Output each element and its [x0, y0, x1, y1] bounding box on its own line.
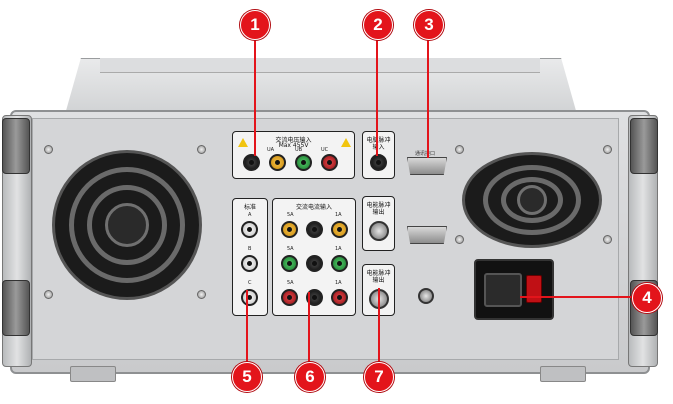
- left-fan-grille: [52, 150, 202, 300]
- current-ib-com-jack[interactable]: [306, 255, 323, 272]
- callout-badge-7: 7: [364, 362, 394, 392]
- current-5a-label: 5A: [287, 212, 294, 218]
- voltage-ua-jack[interactable]: [269, 154, 286, 171]
- callout-badge-1: 1: [240, 10, 270, 40]
- screw-icon: [197, 145, 206, 154]
- screw-icon: [44, 145, 53, 154]
- pulse-output-module: 电能脉冲 输出: [362, 196, 395, 251]
- standard-a-label: A: [248, 212, 252, 218]
- callout-badge-4: 4: [632, 283, 662, 313]
- second-serial-connector[interactable]: [407, 226, 447, 244]
- power-switch[interactable]: [526, 275, 542, 303]
- aux-output-sub: 输出: [372, 277, 385, 284]
- current-ic-5a-jack[interactable]: [281, 289, 298, 306]
- left-foot: [70, 366, 116, 382]
- voltage-n-jack[interactable]: [243, 154, 260, 171]
- current-1a-label: 1A: [335, 280, 342, 286]
- voltage-ub-jack[interactable]: [295, 154, 312, 171]
- warning-icon: [341, 138, 351, 147]
- top-ridge: [100, 58, 540, 73]
- current-5a-label: 5A: [287, 246, 294, 252]
- voltage-uc-jack[interactable]: [321, 154, 338, 171]
- pulse-input-module: 电脑脉冲 输入: [362, 131, 395, 179]
- callout-leader: [378, 288, 380, 366]
- serial-port-connector[interactable]: [407, 157, 447, 175]
- ac-voltage-input-module: 交流电压输入 Max 455V UA UB UC: [232, 131, 355, 179]
- warning-icon: [238, 138, 248, 147]
- current-ia-com-jack[interactable]: [306, 221, 323, 238]
- current-ia-1a-jack[interactable]: [331, 221, 348, 238]
- ac-current-input-module: 交流电流输入 5A 1A 5A 1A 5A 1A: [272, 198, 356, 316]
- screw-icon: [603, 235, 612, 244]
- left-lower-handle: [2, 280, 30, 336]
- left-upper-handle: [2, 118, 30, 174]
- screw-icon: [44, 290, 53, 299]
- pulse-input-title: 电脑脉冲: [366, 137, 391, 144]
- screw-icon: [455, 235, 464, 244]
- pulse-output-sub: 输出: [372, 209, 385, 216]
- current-ia-5a-jack[interactable]: [281, 221, 298, 238]
- right-fan-grille: [462, 152, 602, 248]
- uc-label: UC: [321, 147, 329, 153]
- serial-port-label: 通讯接口: [415, 151, 436, 157]
- callout-leader: [520, 296, 632, 298]
- right-upper-handle: [630, 118, 658, 174]
- current-ib-1a-jack[interactable]: [331, 255, 348, 272]
- power-inlet-module: [474, 259, 554, 320]
- power-socket[interactable]: [484, 273, 522, 307]
- ground-terminal-icon[interactable]: [418, 288, 434, 304]
- callout-leader: [427, 38, 429, 158]
- callout-leader: [246, 290, 248, 366]
- ac-voltage-max: Max 455V: [278, 142, 309, 149]
- current-ic-1a-jack[interactable]: [331, 289, 348, 306]
- ua-label: UA: [267, 147, 275, 153]
- callout-badge-3: 3: [414, 10, 444, 40]
- standard-b-jack[interactable]: [241, 255, 258, 272]
- screw-icon: [197, 290, 206, 299]
- right-foot: [540, 366, 586, 382]
- standard-title: 标准: [243, 204, 256, 211]
- pulse-input-jack[interactable]: [370, 154, 387, 171]
- screw-icon: [603, 145, 612, 154]
- current-ic-com-jack[interactable]: [306, 289, 323, 306]
- ac-voltage-title: 交流电压输入: [275, 137, 312, 144]
- current-ib-5a-jack[interactable]: [281, 255, 298, 272]
- pulse-input-sub: 输入: [372, 144, 385, 151]
- current-5a-label: 5A: [287, 280, 294, 286]
- callout-leader: [308, 292, 310, 366]
- callout-badge-5: 5: [232, 362, 262, 392]
- current-1a-label: 1A: [335, 246, 342, 252]
- aux-output-title: 电能脉冲: [366, 270, 391, 277]
- current-1a-label: 1A: [335, 212, 342, 218]
- pulse-output-title: 电能脉冲: [366, 202, 391, 209]
- standard-c-jack[interactable]: [241, 289, 258, 306]
- callout-badge-6: 6: [295, 362, 325, 392]
- callout-leader: [254, 38, 256, 156]
- pulse-output-bnc[interactable]: [369, 221, 389, 241]
- ac-current-title: 交流电流输入: [295, 204, 332, 211]
- standard-c-label: C: [248, 280, 252, 286]
- standard-a-jack[interactable]: [241, 221, 258, 238]
- callout-leader: [376, 38, 378, 156]
- standard-module: 标准 A B C: [232, 198, 268, 316]
- standard-b-label: B: [248, 246, 252, 252]
- ub-label: UB: [295, 147, 303, 153]
- callout-badge-2: 2: [363, 10, 393, 40]
- screw-icon: [455, 145, 464, 154]
